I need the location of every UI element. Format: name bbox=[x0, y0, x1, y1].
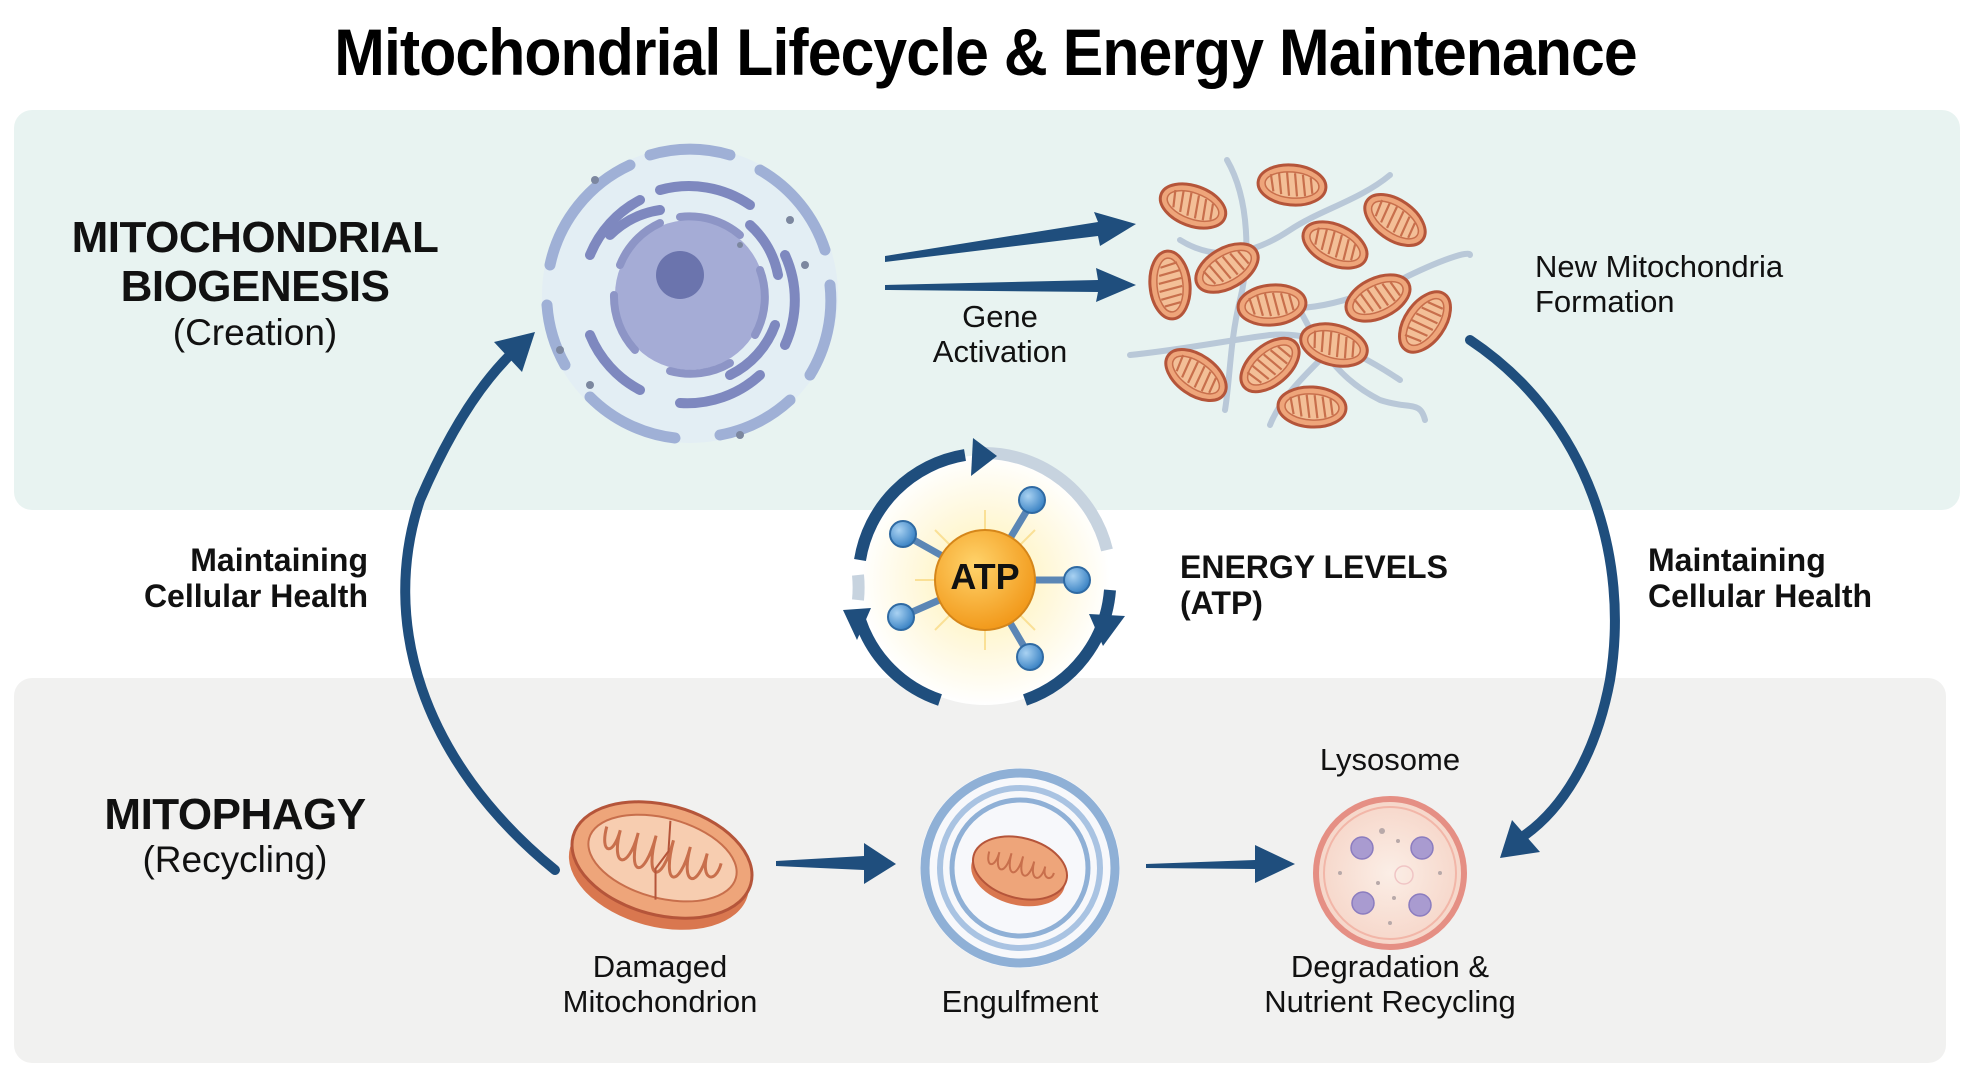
maintaining-left-line1: Maintaining bbox=[190, 542, 368, 578]
engulfment-illustration bbox=[920, 768, 1120, 968]
new-mitochondria-label: New Mitochondria Formation bbox=[1535, 249, 1895, 319]
mitophagy-heading: MITOPHAGY (Recycling) bbox=[40, 790, 430, 881]
gene-activation-arrows bbox=[885, 212, 1136, 302]
degradation-line1: Degradation & bbox=[1290, 949, 1490, 984]
cell-nucleus-illustration bbox=[541, 143, 838, 444]
maintaining-left-line2: Cellular Health bbox=[143, 577, 368, 614]
energy-levels-line1: ENERGY LEVELS bbox=[1180, 549, 1448, 585]
maintaining-health-left-label: Maintaining Cellular Health bbox=[90, 542, 368, 615]
page-title: Mitochondrial Lifecycle & Energy Mainten… bbox=[334, 15, 1637, 89]
engulfment-label: Engulfment bbox=[941, 984, 1099, 1019]
maintaining-right-line1: Maintaining bbox=[1648, 542, 1826, 578]
atp-core bbox=[934, 529, 1036, 631]
new-mitochondria-line1: New Mitochondria bbox=[1535, 249, 1784, 284]
biogenesis-panel bbox=[14, 110, 1960, 510]
degradation-line2: Nutrient Recycling bbox=[1264, 983, 1516, 1019]
biogenesis-subtitle: (Creation) bbox=[172, 311, 338, 353]
gene-activation-line1: Gene bbox=[962, 299, 1038, 334]
mitophagy-heading-title: MITOPHAGY bbox=[104, 790, 366, 839]
lysosome-label: Lysosome bbox=[1319, 742, 1461, 777]
gene-activation-label: Gene Activation bbox=[880, 299, 1120, 369]
maintaining-right-line2: Cellular Health bbox=[1648, 577, 1873, 614]
biogenesis-heading-line2: BIOGENESIS bbox=[120, 262, 390, 312]
biogenesis-heading-line1: MITOCHONDRIAL bbox=[71, 213, 439, 262]
damaged-mitochondrion-label: Damaged Mitochondrion bbox=[510, 949, 810, 1019]
mitophagy-subtitle: (Recycling) bbox=[142, 839, 328, 881]
energy-levels-line2: (ATP) bbox=[1180, 584, 1263, 621]
maintaining-health-right-label: Maintaining Cellular Health bbox=[1648, 542, 1948, 615]
energy-levels-label: ENERGY LEVELS (ATP) bbox=[1180, 549, 1500, 622]
lysosome-illustration bbox=[1313, 796, 1467, 950]
biogenesis-heading: MITOCHONDRIAL BIOGENESIS (Creation) bbox=[40, 213, 470, 353]
new-mitochondria-line2: Formation bbox=[1535, 283, 1675, 319]
damaged-mitochondrion-illustration bbox=[568, 800, 754, 930]
arrow-to-lysosome bbox=[1146, 845, 1295, 883]
atp-cycle-illustration bbox=[843, 438, 1125, 706]
gene-activation-line2: Activation bbox=[932, 333, 1068, 369]
degradation-label: Degradation & Nutrient Recycling bbox=[1220, 949, 1560, 1019]
cycle-arrow-left bbox=[400, 332, 560, 875]
damaged-line1: Damaged bbox=[592, 949, 728, 984]
cycle-arrow-right bbox=[1465, 335, 1620, 858]
arrow-to-engulfment bbox=[776, 843, 896, 884]
mitochondria-network-illustration bbox=[1127, 157, 1473, 431]
atp-phosphate-nodes bbox=[887, 486, 1091, 671]
damaged-line2: Mitochondrion bbox=[562, 983, 758, 1019]
atp-label: ATP bbox=[950, 556, 1020, 597]
